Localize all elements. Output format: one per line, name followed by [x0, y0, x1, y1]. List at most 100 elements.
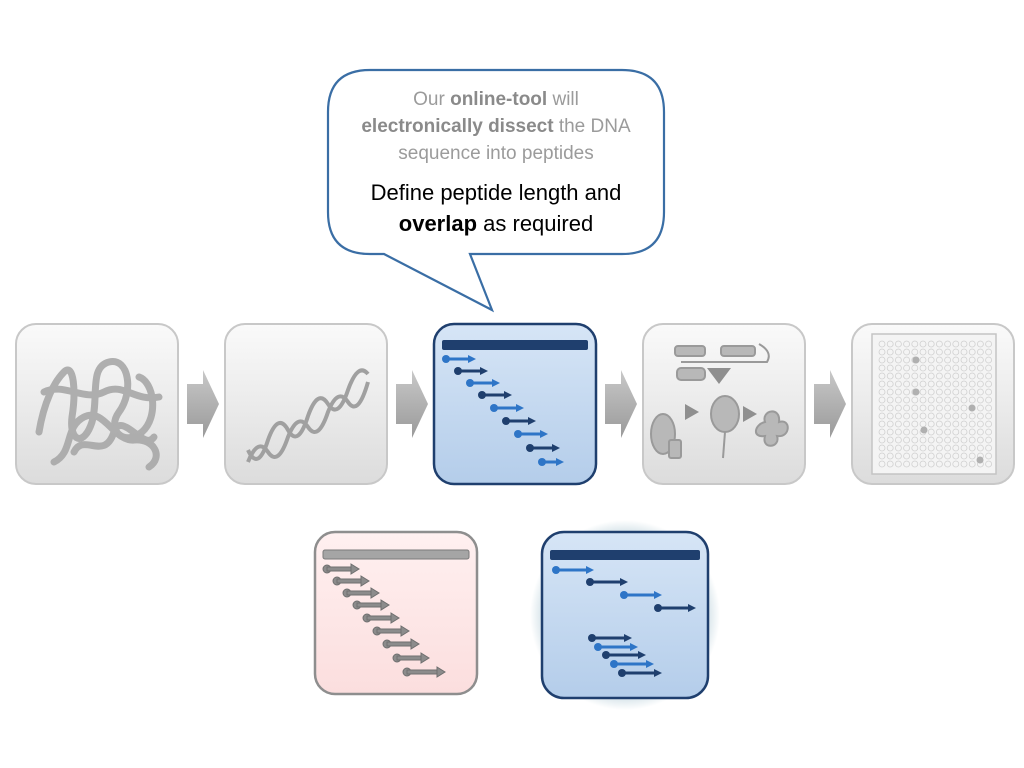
- plate-well: [985, 420, 993, 428]
- plate-well: [976, 364, 984, 372]
- callout-line-2: electronically dissect the DNA: [361, 116, 631, 137]
- plate-well: [944, 428, 951, 436]
- plate-well: [878, 340, 886, 348]
- plate-well: [919, 436, 927, 444]
- plate-well: [919, 460, 927, 468]
- plate-well: [911, 364, 919, 372]
- plate-well: [895, 460, 902, 468]
- plate-well: [936, 396, 943, 404]
- plate-well: [911, 340, 919, 348]
- plate-well: [927, 372, 935, 380]
- plate-well: [952, 428, 960, 436]
- plate-well: [960, 372, 968, 380]
- plate-well: [960, 364, 968, 372]
- plate-well: [903, 340, 910, 348]
- plate-well: [911, 420, 919, 428]
- plate-well: [952, 388, 960, 396]
- plate-well: [927, 388, 935, 396]
- peptide-dissection-icon: [442, 340, 588, 466]
- plate-well: [878, 412, 886, 420]
- plate-well: [960, 444, 968, 452]
- plate-well: [919, 356, 927, 364]
- plate-well: [944, 460, 951, 468]
- plate-well: [960, 428, 968, 436]
- flow-arrow-1: [187, 370, 219, 438]
- plate-well: [960, 348, 968, 356]
- step-dna-tile: [224, 323, 388, 485]
- callout-line-4: Define peptide length and: [370, 180, 622, 205]
- callout-line-1: Our online-tool will: [413, 89, 579, 110]
- plate-well: [878, 364, 886, 372]
- plate-well: [976, 356, 984, 364]
- plate-well: [985, 452, 993, 460]
- plate-well: [968, 380, 976, 388]
- plate-well: [919, 364, 927, 372]
- plate-well: [903, 388, 910, 396]
- plate-well: [878, 428, 886, 436]
- plate-well: [952, 436, 960, 444]
- plate-well: [960, 460, 968, 468]
- plate-well: [936, 364, 943, 372]
- plate-well: [911, 436, 919, 444]
- plate-well: [985, 340, 993, 348]
- synthesis-workflow-icon: [650, 343, 789, 459]
- plate-well: [952, 452, 960, 460]
- plate-well: [927, 356, 935, 364]
- plate-well: [911, 452, 919, 460]
- plate-well: [895, 388, 902, 396]
- plate-well: [919, 340, 927, 348]
- plate-well: [960, 452, 968, 460]
- option-grey-scan-tile[interactable]: [313, 530, 479, 696]
- plate-well: [936, 444, 943, 452]
- plate-well: [936, 380, 943, 388]
- plate-well: [895, 372, 902, 380]
- plate-well: [960, 388, 968, 396]
- plate-well: [952, 396, 960, 404]
- plate-well: [886, 364, 894, 372]
- plate-well: [936, 348, 943, 356]
- plate-well: [968, 452, 976, 460]
- plate-well: [903, 452, 910, 460]
- plate-well: [903, 356, 910, 364]
- plate-well: [968, 356, 976, 364]
- plate-well: [944, 396, 951, 404]
- plate-well: [903, 404, 910, 412]
- plate-well: [960, 396, 968, 404]
- plate-well: [895, 404, 902, 412]
- option-blue-scan-tile[interactable]: [528, 518, 722, 712]
- plate-well: [919, 404, 927, 412]
- plate-well: [895, 436, 902, 444]
- plate-well: [911, 372, 919, 380]
- plate-well: [968, 396, 976, 404]
- plate-well: [919, 348, 927, 356]
- plate-well: [985, 396, 993, 404]
- plate-well: [976, 412, 984, 420]
- plate-well: [985, 428, 993, 436]
- plate-well: [944, 348, 951, 356]
- plate-well: [927, 460, 935, 468]
- plate-well: [944, 404, 951, 412]
- plate-well: [895, 452, 902, 460]
- plate-well: [878, 444, 886, 452]
- plate-well: [927, 380, 935, 388]
- plate-well: [878, 396, 886, 404]
- plate-well: [886, 388, 894, 396]
- plate-well: [886, 340, 894, 348]
- plate-well: [936, 420, 943, 428]
- plate-well: [985, 388, 993, 396]
- plate-well: [952, 340, 960, 348]
- plate-well: [936, 388, 943, 396]
- plate-well: [952, 412, 960, 420]
- plate-well: [944, 412, 951, 420]
- plate-well: [903, 460, 910, 468]
- peptide-scan-grey-icon: [322, 549, 470, 678]
- plate-well: [903, 412, 910, 420]
- plate-well: [927, 412, 935, 420]
- plate-well: [919, 388, 927, 396]
- plate-well: [968, 420, 976, 428]
- plate-well: [919, 396, 927, 404]
- plate-well: [944, 436, 951, 444]
- plate-well: [952, 380, 960, 388]
- callout-line-5: overlap as required: [398, 211, 594, 236]
- plate-well: [952, 444, 960, 452]
